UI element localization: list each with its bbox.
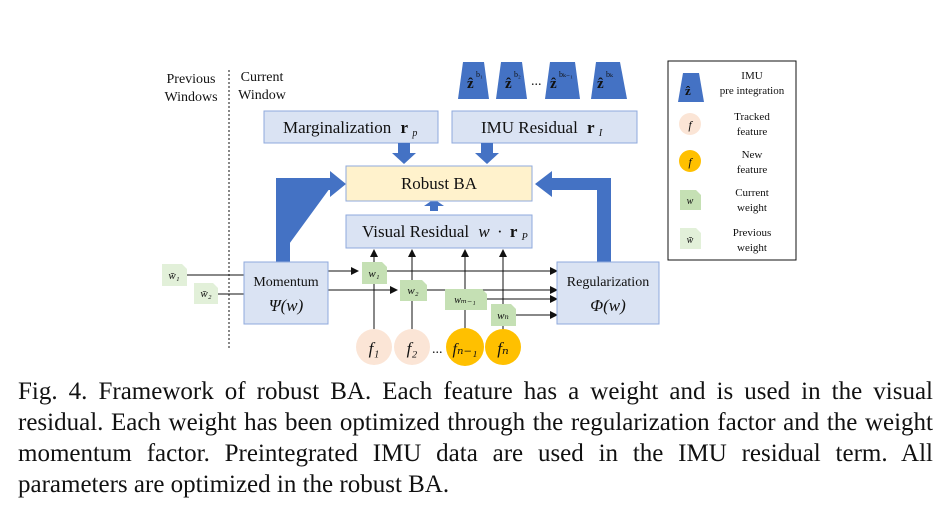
- svg-text:b₂: b₂: [514, 70, 521, 79]
- imu-residual-label: IMU Residual r I: [481, 118, 603, 139]
- legend-current-weight: w Current weight: [680, 187, 769, 214]
- legend-imu-line1: IMU: [741, 70, 762, 82]
- regularization-label: Regularization: [567, 275, 649, 290]
- robust-ba-framework-diagram: Previous Windows Current Window ẑ b₁ ẑ b…: [162, 60, 797, 366]
- imu-token-2: ẑ b₂: [496, 62, 527, 99]
- current-weight-4-label: wₙ: [497, 310, 509, 322]
- momentum-label: Momentum: [253, 275, 318, 290]
- legend-current-weight-line1: Current: [735, 187, 769, 199]
- current-window-label-2: Window: [238, 88, 287, 103]
- feature-1-label: f₁: [369, 339, 380, 358]
- current-weight-2: w₂: [400, 280, 427, 301]
- current-weight-2-label: w₂: [407, 285, 418, 297]
- legend-new-line1: New: [742, 149, 763, 161]
- robust-ba-label: Robust BA: [401, 174, 478, 193]
- momentum-box: Momentum Ψ(w): [243, 261, 329, 325]
- svg-text:b₁: b₁: [476, 70, 483, 79]
- legend-imu-line2: pre integration: [720, 85, 785, 97]
- legend-tracked-line2: feature: [737, 126, 768, 138]
- previous-windows-label-2: Windows: [164, 90, 217, 105]
- thick-arrows: [276, 143, 611, 262]
- current-window-label-1: Current: [241, 70, 284, 85]
- feature-new-1: fₙ₋₁: [446, 328, 484, 366]
- legend-previous-weight: w̄ Previous weight: [680, 227, 771, 254]
- weight-flow-lines: [187, 267, 558, 319]
- imu-token-1: ẑ b₁: [458, 62, 489, 99]
- imu-ellipsis: ...: [531, 74, 542, 89]
- current-weight-4: wₙ: [491, 304, 516, 326]
- legend-new-line2: feature: [737, 164, 768, 176]
- legend-new-icon-text: f: [688, 155, 693, 169]
- legend-tracked-icon-text: f: [688, 118, 693, 132]
- svg-text:bₖ₋₁: bₖ₋₁: [559, 70, 573, 79]
- previous-weight-1-label: w̄₁: [168, 270, 179, 282]
- legend-current-weight-icon-text: w: [687, 196, 694, 207]
- imu-residual-box: IMU Residual r I: [451, 110, 638, 144]
- feature-4-label: fₙ: [497, 339, 509, 358]
- current-weight-3-label: wₘ₋₁: [454, 295, 476, 306]
- svg-text:bₖ: bₖ: [606, 70, 614, 79]
- imu-token-1-label: ẑ: [467, 76, 474, 92]
- feature-2-label: f₂: [407, 339, 418, 358]
- imu-token-3: ẑ bₖ₋₁: [545, 62, 580, 99]
- legend-current-weight-line2: weight: [737, 202, 767, 214]
- visual-residual-label: Visual Residual w · r P: [362, 222, 528, 243]
- imu-token-3-label: ẑ: [550, 76, 557, 92]
- current-weight-3: wₘ₋₁: [445, 289, 487, 310]
- marginalization-box: Marginalization r p: [263, 110, 439, 144]
- imu-token-4-label: ẑ: [597, 76, 604, 92]
- legend-tracked-feature: f Tracked feature: [679, 111, 770, 138]
- imu-token-2-label: ẑ: [505, 76, 512, 92]
- regularization-box: Regularization Φ(w): [556, 261, 660, 325]
- previous-weight-2-label: w̄₂: [200, 288, 211, 300]
- legend-tracked-line1: Tracked: [734, 111, 770, 123]
- current-weight-1-label: w₁: [368, 268, 379, 280]
- legend-previous-weight-icon-text: w̄: [687, 235, 694, 246]
- previous-weight-1: w̄₁: [162, 264, 187, 286]
- feature-3-label: fₙ₋₁: [453, 341, 478, 358]
- legend-imu-icon-text: ẑ: [685, 83, 691, 98]
- legend-previous-weight-line2: weight: [737, 242, 767, 254]
- previous-weight-2: w̄₂: [194, 283, 218, 304]
- legend-new-feature: f New feature: [679, 149, 767, 176]
- robust-ba-box: Robust BA: [345, 165, 533, 202]
- feature-tracked-2: f₂: [394, 329, 430, 365]
- current-weight-1: w₁: [362, 262, 387, 284]
- visual-residual-box: Visual Residual w · r P: [345, 214, 533, 249]
- imu-token-4: ẑ bₖ: [591, 62, 627, 99]
- marginalization-label: Marginalization r p: [283, 118, 417, 139]
- previous-windows-label-1: Previous: [167, 72, 216, 87]
- figure-caption: Fig. 4. Framework of robust BA. Each fea…: [18, 378, 933, 498]
- legend-previous-weight-line1: Previous: [733, 227, 772, 239]
- feature-tracked-1: f₁: [356, 329, 392, 365]
- feature-ellipsis: ...: [432, 342, 443, 357]
- legend: ẑ IMU pre integration f Tracked feature …: [667, 60, 797, 261]
- legend-imu: ẑ IMU pre integration: [678, 70, 785, 102]
- momentum-function: Ψ(w): [269, 296, 304, 315]
- feature-new-2: fₙ: [485, 329, 521, 365]
- regularization-function: Φ(w): [590, 296, 626, 315]
